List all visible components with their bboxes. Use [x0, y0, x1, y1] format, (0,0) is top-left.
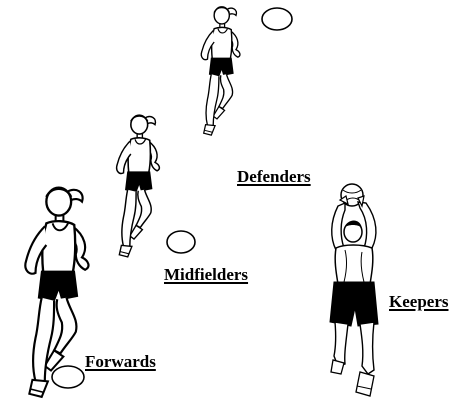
keeper-figure	[329, 183, 379, 397]
keepers-label: Keepers	[389, 292, 449, 311]
midfielders-label: Midfielders	[164, 265, 249, 284]
defender-marker-circle	[261, 7, 293, 31]
midfielder-marker-circle	[166, 230, 196, 254]
defender-figure	[200, 6, 241, 136]
midfielder-figure	[115, 114, 161, 258]
forwards-label: Forwards	[85, 352, 156, 371]
forward-marker-circle	[51, 365, 85, 389]
forward-figure	[24, 186, 90, 399]
defenders-label: Defenders	[237, 167, 311, 186]
